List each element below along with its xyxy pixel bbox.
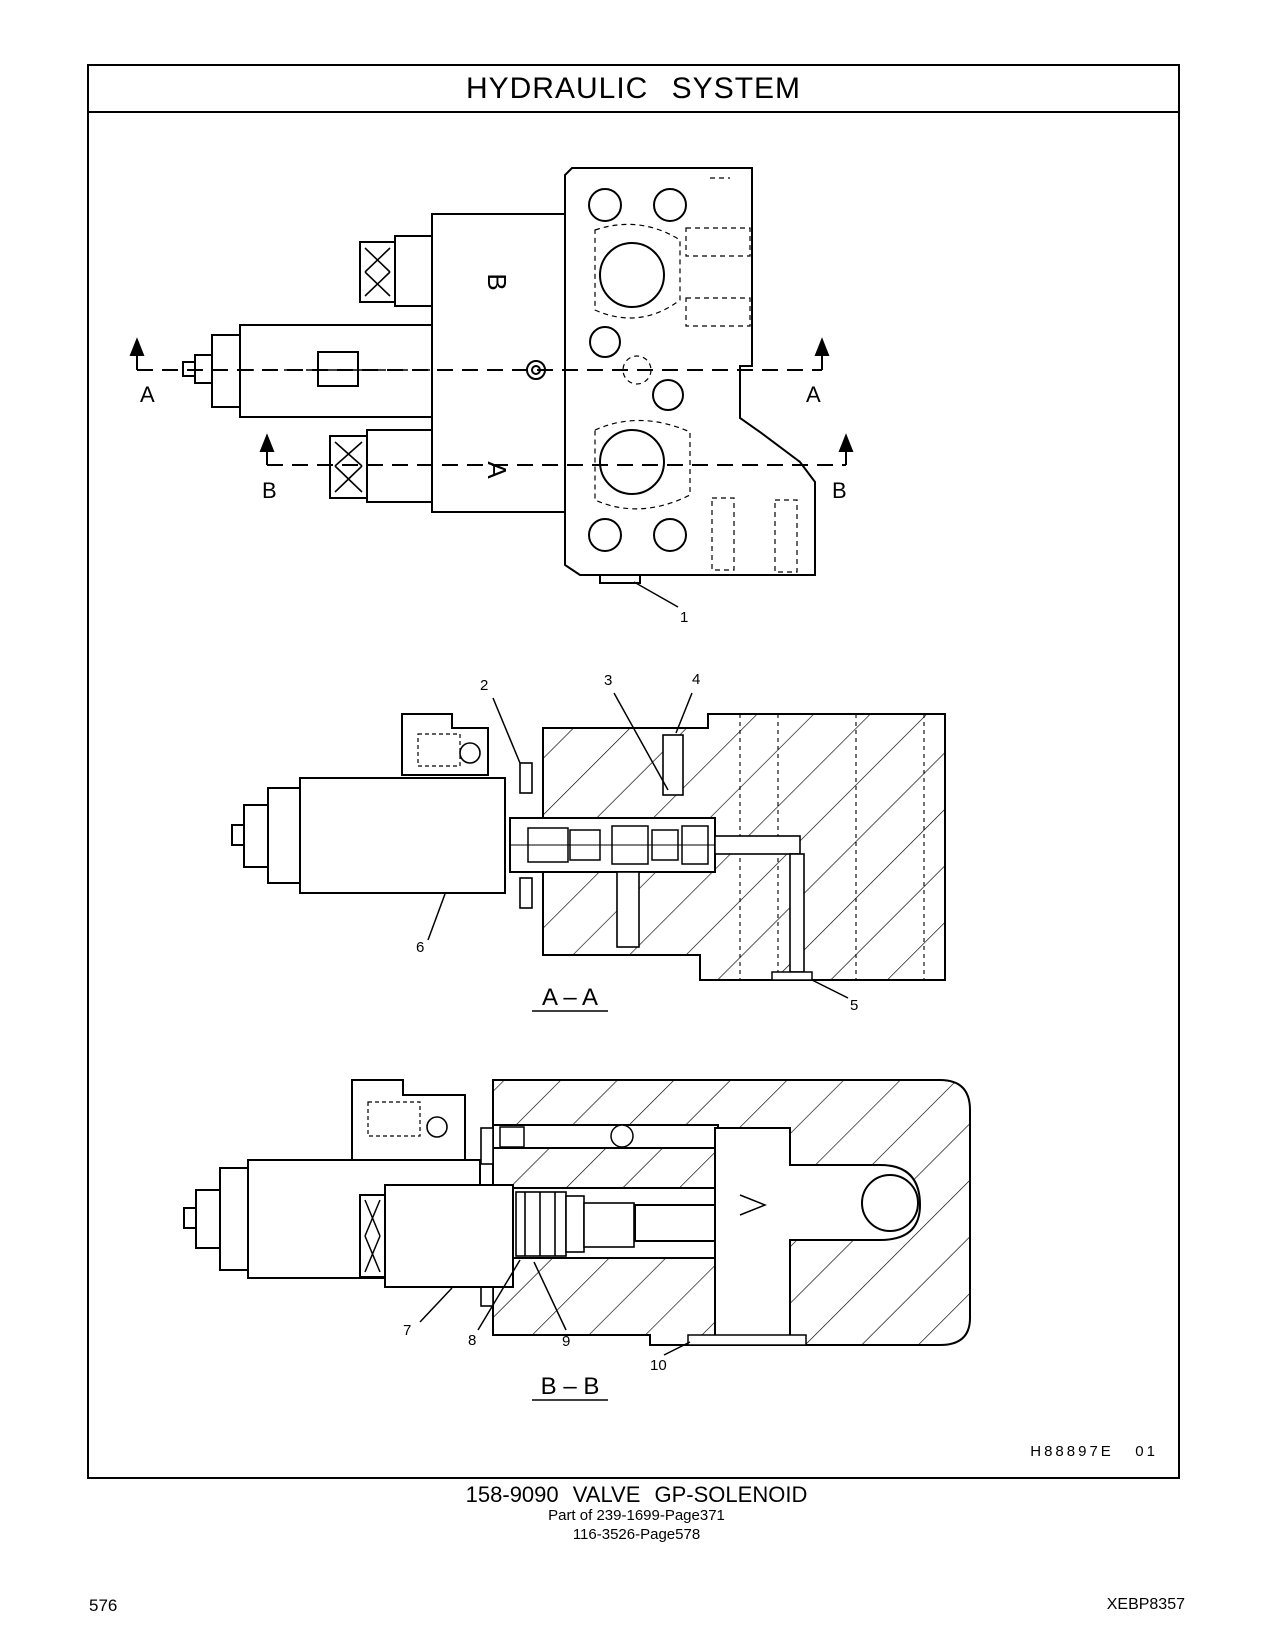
callout-leader-1: [633, 581, 679, 608]
callout-leader-7: [419, 1287, 453, 1323]
document-code: XEBP8357: [1106, 1596, 1185, 1613]
part-reference-1: Part of 239-1699-Page371: [548, 1507, 725, 1524]
callout-leader-2: [492, 697, 521, 764]
callout-leader-8: [477, 1259, 521, 1331]
section-title: HYDRAULIC SYSTEM: [89, 66, 1178, 113]
section-b-right-label: B: [832, 478, 847, 503]
section-bb-caption: B – B: [541, 1373, 600, 1400]
callout-leader-5: [811, 979, 849, 999]
illustration-code: H88897E 01: [1030, 1443, 1158, 1460]
section-line-aa: [129, 337, 830, 371]
callout-1: 1: [680, 609, 688, 626]
figure-frame: HYDRAULIC SYSTEM: [87, 64, 1180, 1479]
callout-2: 2: [480, 677, 488, 694]
section-line-bb: [259, 433, 854, 466]
section-a-left-label: A: [140, 382, 155, 407]
section-aa-view: [231, 713, 946, 981]
callout-10: 10: [650, 1357, 667, 1374]
callout-8: 8: [468, 1332, 476, 1349]
part-caption: 158-9090 VALVE GP-SOLENOID: [465, 1482, 808, 1507]
callout-leader-10: [663, 1341, 691, 1356]
page-number: 576: [89, 1596, 118, 1615]
callout-leader-6: [427, 893, 446, 941]
callout-3: 3: [604, 672, 612, 689]
callout-7: 7: [403, 1322, 411, 1339]
callout-9: 9: [562, 1333, 570, 1350]
callout-5: 5: [850, 997, 858, 1014]
section-aa-caption: A – A: [542, 984, 598, 1011]
callout-6: 6: [416, 939, 424, 956]
callout-leader-4: [675, 692, 693, 734]
callout-leader-3: [613, 692, 669, 791]
section-b-left-label: B: [262, 478, 277, 503]
part-reference-2: 116-3526-Page578: [572, 1526, 701, 1543]
callout-4: 4: [692, 671, 700, 688]
section-bb-view: [183, 1079, 971, 1346]
port-label-b: B: [482, 273, 512, 290]
section-a-right-label: A: [806, 382, 821, 407]
valve-top-view: [182, 167, 816, 584]
callout-leader-9: [533, 1261, 567, 1331]
